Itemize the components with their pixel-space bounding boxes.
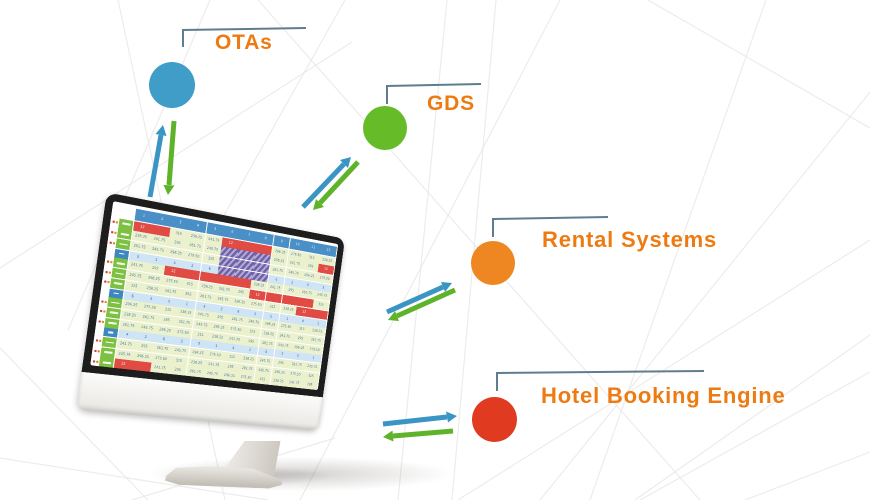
rental-systems-node-circle	[471, 241, 515, 285]
gds-label: GDS	[427, 92, 475, 115]
gds-node-circle	[363, 106, 407, 150]
hotel-booking-engine-label: Hotel Booking Engine	[541, 383, 786, 408]
rental-systems-label: Rental Systems	[542, 227, 718, 252]
otas-label: OTAs	[215, 31, 273, 54]
hotel-booking-engine-node-circle	[472, 397, 517, 442]
otas-node-circle	[149, 62, 195, 108]
